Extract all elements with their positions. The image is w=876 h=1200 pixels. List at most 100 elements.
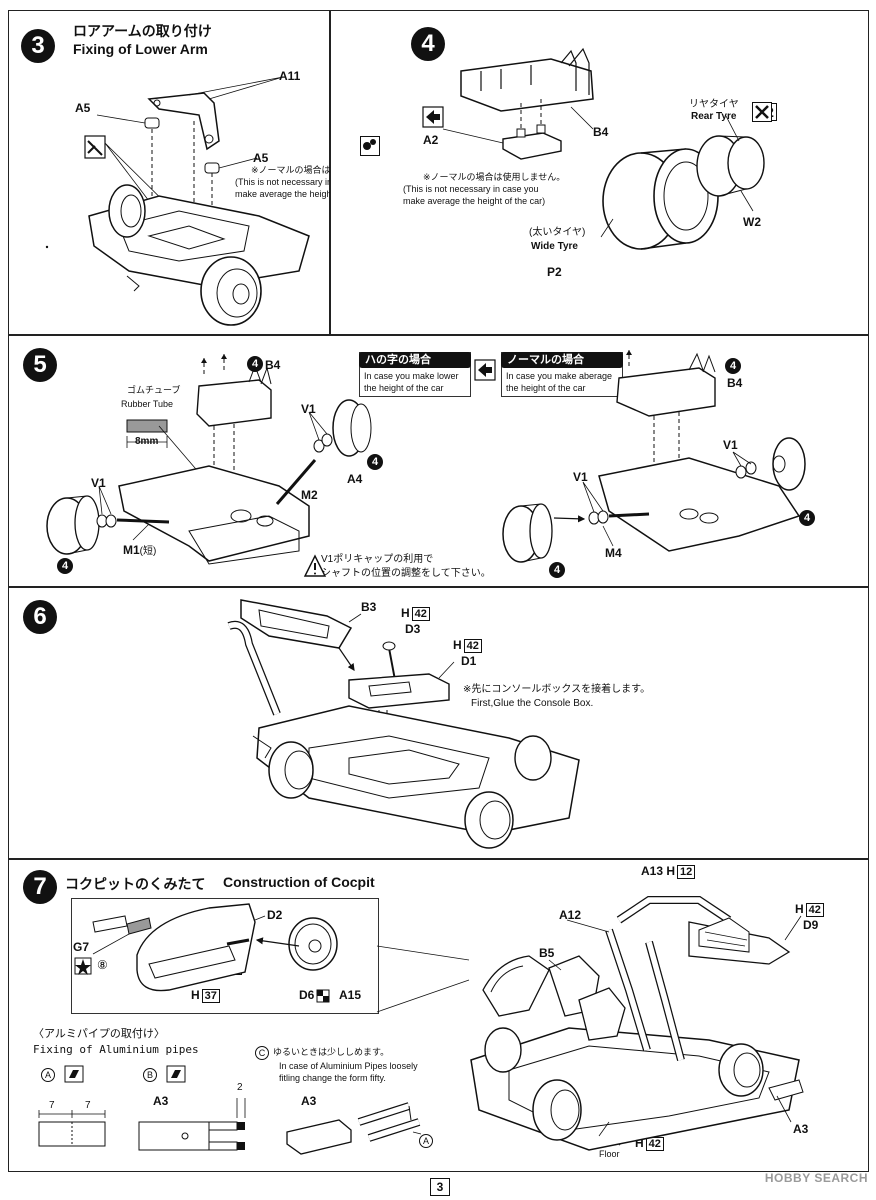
- step5-rubber-jp: ゴムチューブ: [127, 385, 181, 395]
- step5-part-v1-b: V1: [91, 476, 106, 490]
- step3-drawing: [45, 76, 310, 326]
- step4-rear-tyre-jp: リヤタイヤ: [689, 99, 739, 110]
- step5-number: 5: [23, 348, 57, 382]
- step7-number: 7: [23, 870, 57, 904]
- step7-part-h42-d9-letter: H: [795, 902, 804, 916]
- step6-note-en: First,Glue the Console Box.: [471, 698, 594, 709]
- step7-dashboard-inset: [71, 898, 379, 1014]
- step7-cap-c: C: [255, 1046, 269, 1060]
- step5-case-lower-head: ハの字の場合: [359, 352, 471, 368]
- step5-part-m2: M2: [301, 488, 318, 502]
- step7-cap-a: A: [41, 1068, 55, 1082]
- step7-part-a13-code: A13: [641, 864, 664, 878]
- step6-part-d1: D1: [461, 654, 477, 668]
- watermark: HOBBY SEARCH: [764, 1171, 868, 1185]
- step7-part-h37-letter: H: [191, 988, 200, 1002]
- step3-part-a5-second: A5: [253, 151, 269, 165]
- step6-drawing: [227, 599, 580, 849]
- step4-wide-tyre-en: Wide Tyre: [531, 241, 578, 252]
- step3-panel: 3 ロアアームの取り付け Fixing of Lower Arm A11 A5 …: [8, 10, 393, 335]
- step5-rubber-en: Rubber Tube: [121, 399, 174, 409]
- step3-normal-marker-icon: [360, 136, 380, 156]
- step5-tyre-ref-left: 4: [57, 558, 73, 574]
- step3-part-a5: A5: [75, 101, 91, 115]
- step5-part-b4-left: B4: [265, 358, 281, 372]
- step5-part-v1-c: V1: [723, 438, 738, 452]
- step7-part-a3-inset: A3: [153, 1094, 169, 1108]
- step4-drawing: [422, 47, 765, 250]
- step3-title-jp: ロアアームの取り付け: [73, 23, 212, 39]
- step5-case-normal-head: ノーマルの場合: [501, 352, 623, 368]
- step5-case-lower-line2: the height of the car: [364, 383, 444, 393]
- step5-part-m1-code: M1: [123, 543, 140, 557]
- step3-number: 3: [21, 29, 55, 63]
- step5-b4-ref-right: 4: [725, 358, 741, 374]
- step5-a4-ref-a: 4: [367, 454, 383, 470]
- step6-part-h-a-num: 42: [411, 607, 430, 621]
- step6-part-h-b-letter: H: [453, 638, 462, 652]
- step4-part-w2: W2: [743, 215, 761, 229]
- step7-tip-en1: In case of Aluminium Pipes loosely: [279, 1061, 418, 1071]
- step7-dim-7b: 7: [85, 1100, 91, 1111]
- step6-part-d3: D3: [405, 622, 421, 636]
- step5-warn-line2: シャフトの位置の調整をして下さい。: [321, 568, 491, 579]
- step4-wide-tyre-jp: (太いタイヤ): [529, 227, 586, 238]
- step4-panel: 4 A2 B4 ※ノーマルの場合は使用しません。 (This is not ne…: [330, 10, 869, 335]
- step5-part-v1-d: V1: [573, 470, 588, 484]
- step7-part-h37-num: 37: [201, 989, 220, 1003]
- step4-part-a2: A2: [423, 133, 439, 147]
- step7-alu-title-en: Fixing of Aluminium pipes: [33, 1043, 199, 1056]
- step5-warn-line1: V1ポリキャップの利用で: [321, 554, 434, 565]
- step7-part-d2: D2: [267, 908, 283, 922]
- step5-a4-ref-b: 4: [799, 510, 815, 526]
- step6-part-b3: B3: [361, 600, 377, 614]
- step5-part-b4-right: B4: [727, 376, 743, 390]
- step5-case-normal-line2: the height of the car: [506, 383, 586, 393]
- step4-note-jp: ※ノーマルの場合は使用しません。: [423, 172, 566, 182]
- step7-dim-7a: 7: [49, 1100, 55, 1111]
- step7-part-h42-floor-letter: H: [635, 1136, 644, 1150]
- step5-panel: 5 ゴムチューブ Rubber Tube 8mm 4 B4 V1 A4 4 M2…: [8, 335, 869, 587]
- step7-tip-en2: fitling change the form fifty.: [279, 1073, 386, 1083]
- step7-part-g7-num: ⑧: [97, 958, 108, 972]
- step5-part-m1-short: (短): [139, 546, 157, 557]
- step4-part-b4: B4: [593, 125, 609, 139]
- step3-note-jp: ※ノーマルの場合は使用しません。: [251, 165, 394, 175]
- step5-case-lower-line1: In case you make lower: [364, 371, 459, 381]
- step7-dim-2: 2: [237, 1082, 243, 1093]
- step7-panel: 7 コクピットのくみたて Construction of Cocpit D2 G…: [8, 859, 869, 1172]
- step5-drawing: [46, 350, 806, 577]
- step7-part-d6: D6: [299, 988, 315, 1002]
- step7-floor-en: Floor: [599, 1149, 620, 1159]
- step7-part-b5: B5: [539, 946, 555, 960]
- step4-qty-marker-icon: [752, 102, 772, 122]
- step7-part-g7: G7: [73, 940, 90, 954]
- step7-part-a12: A12: [559, 908, 582, 922]
- step3-note-en1: (This is not necessary in case you: [235, 177, 371, 187]
- step5-part-v1-a: V1: [301, 402, 316, 416]
- step7-part-a3-detail: A3: [301, 1094, 317, 1108]
- step5-part-m4: M4: [605, 546, 622, 560]
- step4-rear-tyre-en: Rear Tyre: [691, 111, 737, 122]
- step4-number: 4: [411, 27, 445, 61]
- step7-part-h42-d9-num: 42: [805, 903, 824, 917]
- step5-part-m1: M1(短): [123, 542, 156, 557]
- step7-title-jp: コクピットのくみたて: [65, 876, 206, 892]
- step4-note-en1: (This is not necessary in case you: [403, 184, 539, 194]
- step7-part-a3-main: A3: [793, 1122, 809, 1136]
- step5-rubber-length: 8mm: [135, 436, 159, 447]
- step5-case-lower: ハの字の場合 In case you make lower the height…: [359, 352, 471, 397]
- step7-part-d9: D9: [803, 918, 819, 932]
- step7-cap-b: B: [143, 1068, 157, 1082]
- step7-part-a13-h: H: [666, 864, 676, 878]
- step5-case-normal-line1: In case you make aberage: [506, 371, 613, 381]
- step3-part-a11: A11: [279, 69, 301, 83]
- step7-part-a13-num: 12: [677, 865, 696, 879]
- step6-note-jp: ※先にコンソールボックスを接着します。: [463, 684, 651, 695]
